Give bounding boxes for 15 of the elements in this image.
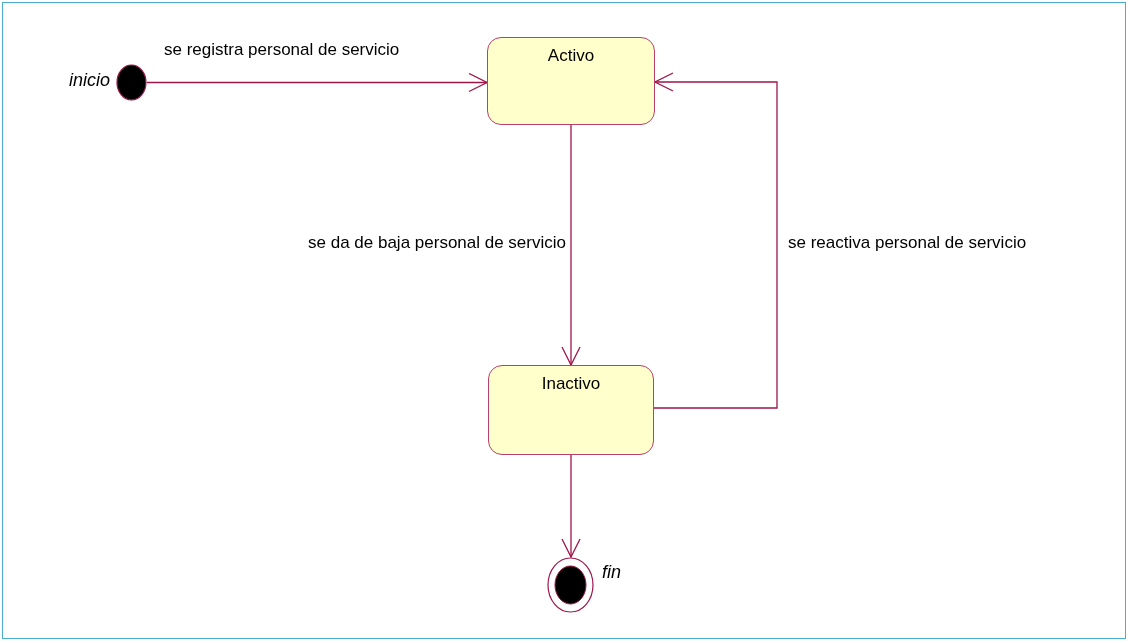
transition-label: se reactiva personal de servicio <box>786 233 1029 253</box>
state-name: Activo <box>546 46 596 66</box>
transition-arrow <box>561 454 581 558</box>
state-box <box>487 37 655 125</box>
state-name: Inactivo <box>540 374 602 394</box>
final-state-symbol <box>547 557 594 613</box>
transition-label: se registra personal de servicio <box>162 40 402 60</box>
state-caption: inicio <box>68 70 110 91</box>
state-caption: fin <box>602 562 621 583</box>
state-box <box>488 365 654 455</box>
transition-label: se da de baja personal de servicio <box>306 233 568 253</box>
initial-state-dot <box>116 64 147 101</box>
transition-arrow <box>653 72 778 409</box>
transition-arrow <box>561 124 581 366</box>
transition-arrow <box>146 72 488 93</box>
